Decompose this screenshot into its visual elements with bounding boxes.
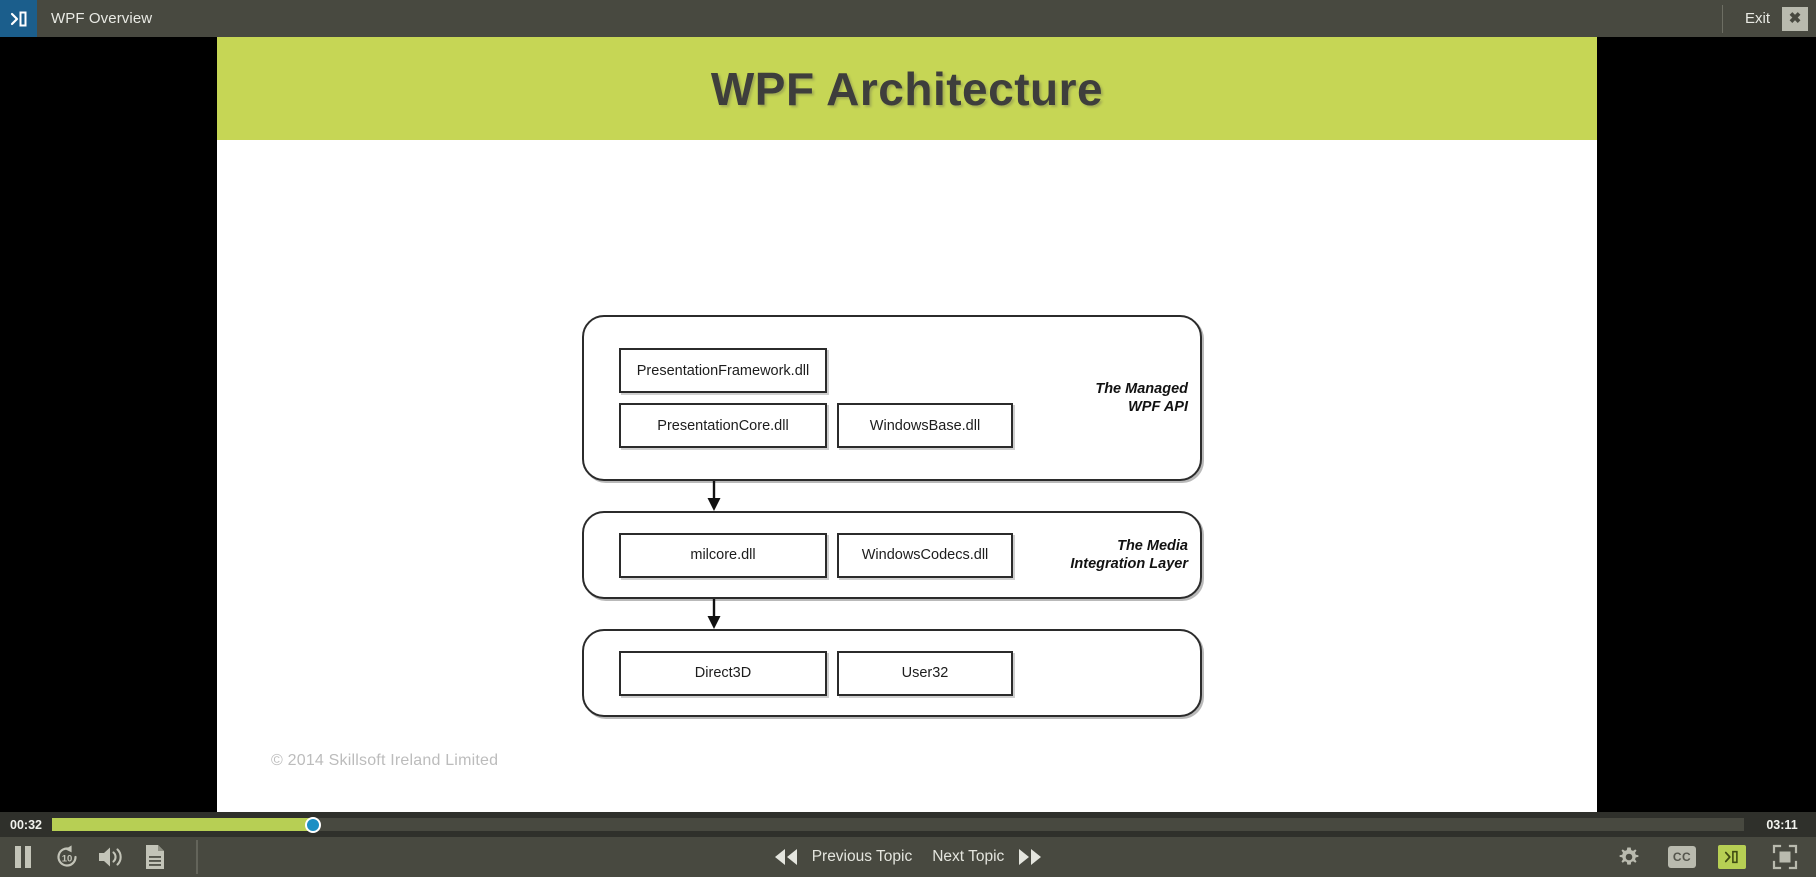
fullscreen-icon [1772,844,1798,870]
down-arrow-icon [707,599,721,629]
settings-button[interactable] [1612,840,1646,874]
layer-row: PresentationFramework.dll [619,348,1200,393]
skillsoft-player-icon[interactable] [0,0,37,37]
closed-captions-button[interactable]: CC [1668,846,1696,868]
volume-icon [99,847,122,867]
previous-topic-label: Previous Topic [811,848,913,865]
total-time: 03:11 [1766,817,1798,832]
box-presentationcore: PresentationCore.dll [619,403,827,448]
box-user32: User32 [837,650,1013,696]
wpf-architecture-diagram: PresentationFramework.dll PresentationCo… [582,315,1202,717]
seek-slider[interactable] [52,816,1744,833]
seek-bar-row: 00:32 03:11 [0,812,1816,837]
layer-content: Direct3D User32 [584,630,1200,717]
transcript-icon [146,845,164,869]
right-controls: CC [1612,840,1816,874]
box-label: User32 [901,665,949,681]
elapsed-time: 00:32 [10,817,42,832]
rewind-10-button[interactable]: 10 [50,840,84,874]
slide-title: WPF Architecture [710,62,1104,115]
close-glyph: ✖ [1788,10,1802,27]
layer-row: milcore.dll WindowsCodecs.dll [619,532,1200,578]
pause-button[interactable] [6,840,40,874]
layer-managed-wpf-api: PresentationFramework.dll PresentationCo… [582,315,1202,481]
player-logo-button[interactable] [1718,845,1746,869]
copyright-notice: © 2014 Skillsoft Ireland Limited [271,752,499,769]
seek-handle[interactable] [304,816,321,833]
topic-navigation: Previous Topic Next Topic [0,847,1816,867]
layer-content: PresentationFramework.dll PresentationCo… [584,327,1200,469]
box-label: PresentationFramework.dll [636,362,810,379]
box-label: Direct3D [694,665,752,681]
layer-row: PresentationCore.dll WindowsBase.dll [619,403,1200,448]
box-label: WindowsCodecs.dll [861,547,989,563]
box-milcore: milcore.dll [619,532,827,578]
box-label: WindowsBase.dll [869,417,981,434]
previous-topic-button[interactable]: Previous Topic [773,847,913,867]
exit-button[interactable]: Exit [1744,10,1770,27]
title-bar: WPF Overview Exit ✖ [0,0,1816,37]
next-topic-button[interactable]: Next Topic [932,847,1043,867]
layer-media-integration: milcore.dll WindowsCodecs.dll The Media … [582,511,1202,599]
pause-icon [15,846,31,868]
box-label: PresentationCore.dll [657,417,789,434]
box-label: milcore.dll [690,547,756,563]
fullscreen-button[interactable] [1768,840,1802,874]
svg-text:10: 10 [62,853,73,864]
slide-title-banner: WPF Architecture [217,37,1597,140]
previous-topic-icon [774,849,797,865]
box-windowscodecs: WindowsCodecs.dll [837,532,1013,578]
gear-icon [1619,847,1639,865]
title-bar-divider [1721,4,1723,33]
controls-divider [196,840,198,874]
close-icon[interactable]: ✖ [1782,6,1808,31]
rewind-10-icon: 10 [57,845,77,867]
transcript-button[interactable] [138,840,172,874]
cc-label: CC [1672,850,1692,864]
slide-body: PresentationFramework.dll PresentationCo… [217,140,1597,812]
layer-content: milcore.dll WindowsCodecs.dll [584,512,1200,599]
slide-canvas: WPF Architecture PresentationFramework.d… [217,37,1597,812]
next-topic-label: Next Topic [932,848,1005,865]
down-arrow-icon [707,481,721,511]
box-direct3d: Direct3D [619,650,827,696]
layer-core-os: Direct3D User32 [582,629,1202,717]
page-title: WPF Overview [51,10,153,27]
box-windowsbase: WindowsBase.dll [837,403,1013,448]
box-presentationframework: PresentationFramework.dll [619,348,827,393]
layer-caption-managed-wpf-api: The Managed WPF API [1095,380,1188,415]
volume-button[interactable] [94,840,128,874]
seek-progress-fill [52,818,313,831]
arrow-connector [582,481,1202,511]
left-controls: 10 [0,840,198,874]
player-controls-bar: 00:32 03:11 10 [0,812,1816,877]
layer-row: Direct3D User32 [619,650,1200,696]
arrow-connector [582,599,1202,629]
layer-caption-media-integration: The Media Integration Layer [1070,537,1188,572]
next-topic-icon [1019,849,1042,865]
transport-controls: 10 [0,837,1816,877]
skillsoft-player-icon [1724,850,1738,864]
